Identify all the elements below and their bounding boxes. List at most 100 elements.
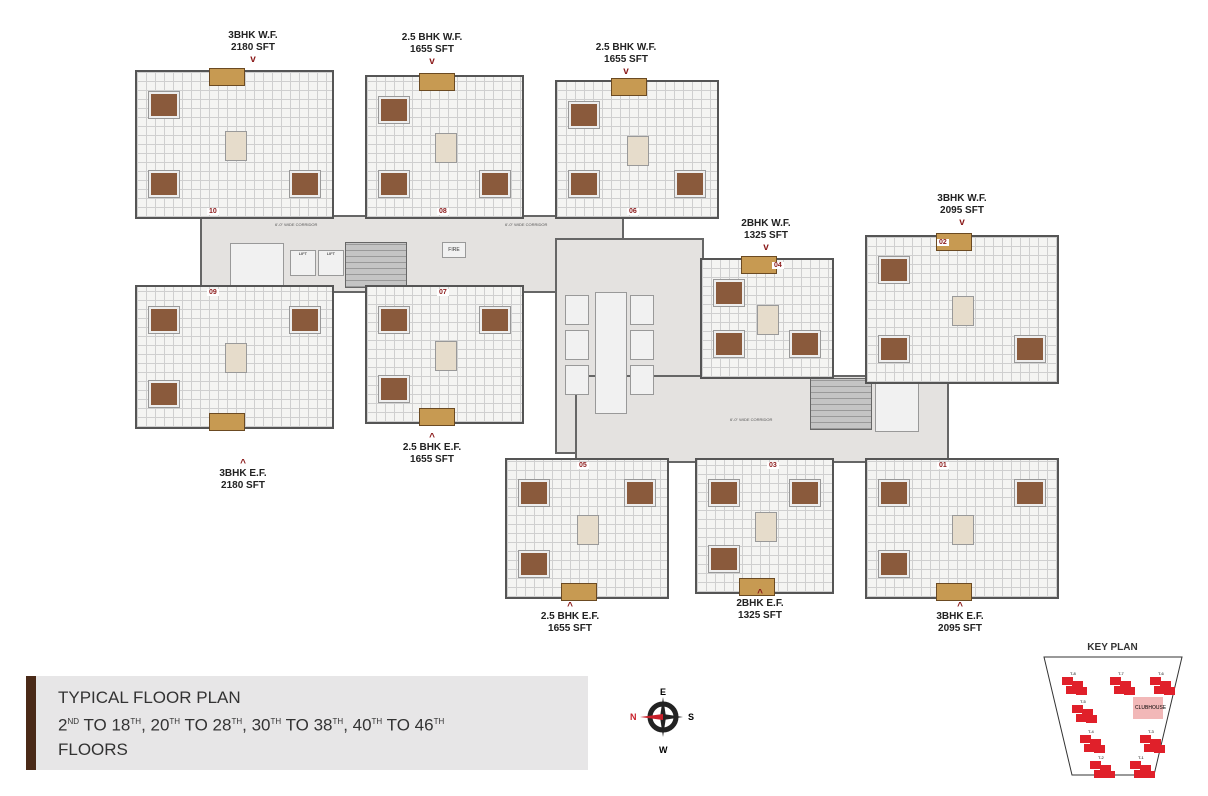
unit-number: 02 <box>937 239 949 246</box>
tower-label: T-8 <box>1070 671 1077 676</box>
compass-s: S <box>688 712 694 722</box>
unit-number: 08 <box>437 208 449 215</box>
balcony <box>936 583 972 601</box>
tower-label: T-3 <box>1148 729 1155 734</box>
unit-01: 01 <box>865 458 1059 601</box>
balcony <box>611 78 647 96</box>
corridor-label: 6'-0" WIDE CORRIDOR <box>730 417 773 422</box>
key-plan-tower: T-3 <box>1140 729 1165 753</box>
unit-10: 10 <box>135 68 334 219</box>
key-plan-tower: T-2 <box>1090 755 1115 779</box>
floors-text: , 30 <box>242 715 271 735</box>
arrow-up-icon: ^ <box>757 588 763 599</box>
unit-type: 3BHK W.F. <box>937 193 987 204</box>
bed <box>518 550 550 578</box>
compass-n: N <box>630 712 637 722</box>
unit-number: 01 <box>937 462 949 469</box>
floors-text: TH <box>231 717 243 726</box>
title-block: TYPICAL FLOOR PLAN 2ND TO 18TH, 20TH TO … <box>26 676 588 770</box>
key-plan-tower: T-1 <box>1130 755 1155 779</box>
unit-02: 02 <box>865 233 1059 384</box>
floors-text: , 40 <box>343 715 372 735</box>
fire-room: FIRE <box>442 242 466 258</box>
unit-06: 06 <box>555 78 719 219</box>
staircase-east <box>810 378 872 430</box>
shaft-west <box>230 243 284 287</box>
unit-07: 07 <box>365 285 524 426</box>
arrow-down-icon: v <box>250 54 256 65</box>
unit-label: ^2.5 BHK E.F.1655 SFT <box>515 601 625 635</box>
title-floors-line: 2ND TO 18TH, 20TH TO 28TH, 30TH TO 38TH,… <box>58 710 588 738</box>
living-area <box>952 295 974 326</box>
unit-label: ^2.5 BHK E.F.1655 SFT <box>377 432 487 466</box>
balcony <box>418 408 455 426</box>
floors-text: TO 38 <box>281 715 333 735</box>
lift-shaft <box>565 330 589 360</box>
unit-number: 06 <box>627 208 639 215</box>
bed <box>568 101 600 129</box>
key-plan-tower: T-8 <box>1062 671 1087 695</box>
arrow-up-icon: ^ <box>240 458 246 469</box>
unit-type: 2.5 BHK E.F. <box>402 442 462 453</box>
bed <box>289 306 321 334</box>
floors-text: TO 18 <box>79 715 131 735</box>
clubhouse-block <box>1133 697 1163 719</box>
bed <box>878 335 910 363</box>
bed <box>148 91 180 119</box>
bed <box>789 330 821 358</box>
unit-type: 3BHK E.F. <box>936 611 984 622</box>
bed <box>1014 479 1046 507</box>
floors-text: 2 <box>58 715 68 735</box>
staircase-west <box>345 242 407 288</box>
living-area <box>952 514 974 545</box>
unit-type: 2.5 BHK W.F. <box>595 42 657 53</box>
bed <box>713 279 745 307</box>
unit-09: 09 <box>135 285 334 431</box>
compass-icon: E N S W <box>630 687 694 755</box>
balcony <box>561 583 597 601</box>
bed <box>568 170 600 198</box>
unit-number: 05 <box>577 462 589 469</box>
tower-label: T-4 <box>1088 729 1095 734</box>
living-area <box>224 343 247 373</box>
key-plan-tower: T-6 <box>1150 671 1175 695</box>
bed <box>878 550 910 578</box>
title-line-3: FLOORS <box>58 739 128 759</box>
unit-area: 2180 SFT <box>221 480 265 491</box>
bed <box>289 170 321 198</box>
bed <box>1014 335 1046 363</box>
unit-08: 08 <box>365 73 524 219</box>
bed <box>148 380 180 408</box>
bed <box>518 479 550 507</box>
living-area <box>434 133 457 163</box>
compass-e: E <box>660 687 666 697</box>
lift-shaft <box>630 295 654 325</box>
balcony <box>936 233 972 251</box>
unit-type: 3BHK W.F. <box>228 30 278 41</box>
bed <box>148 170 180 198</box>
tower-label: T-7 <box>1118 671 1125 676</box>
unit-number: 10 <box>207 208 219 215</box>
unit-area: 1655 SFT <box>410 44 454 55</box>
lift: LIFT <box>290 250 316 276</box>
arrow-up-icon: ^ <box>429 432 435 443</box>
lift: LIFT <box>318 250 344 276</box>
floors-text: , 20 <box>141 715 170 735</box>
corridor-label: 6'-0" WIDE CORRIDOR <box>505 222 548 227</box>
bed <box>878 256 910 284</box>
unit-label: ^2BHK E.F.1325 SFT <box>705 588 815 622</box>
unit-type: 2.5 BHK E.F. <box>540 611 600 622</box>
bed <box>378 306 410 334</box>
floors-text: TH <box>130 717 142 726</box>
unit-type: 2.5 BHK W.F. <box>401 32 463 43</box>
bed <box>708 545 740 573</box>
balcony <box>418 73 455 91</box>
living-area <box>627 135 649 166</box>
lift-shaft <box>565 295 589 325</box>
lift-shaft <box>630 365 654 395</box>
unit-number: 04 <box>772 262 784 269</box>
floors-text: TH <box>433 717 445 726</box>
living-area <box>754 512 777 542</box>
